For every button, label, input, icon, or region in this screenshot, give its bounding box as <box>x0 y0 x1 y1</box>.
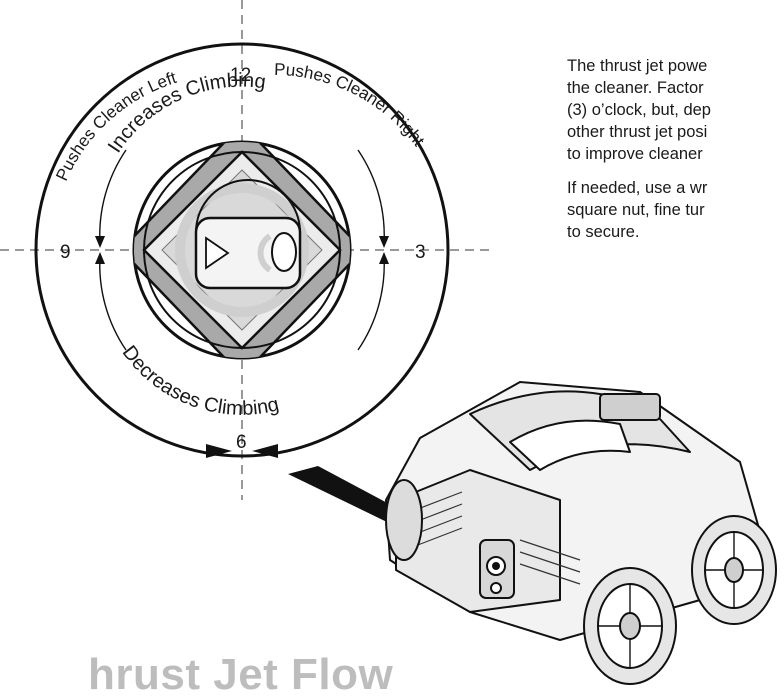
clock-label-12: 12 <box>230 65 251 86</box>
section-heading: hrust Jet Flow <box>88 650 394 699</box>
jet-outlet-icon <box>271 232 297 272</box>
clock-label-3: 3 <box>415 242 426 263</box>
pool-cleaner-illustration <box>385 381 777 685</box>
wheel-rear-left <box>385 479 423 561</box>
direction-arrows <box>99 149 385 351</box>
clock-label-6: 6 <box>236 432 247 453</box>
description-text: The thrust jet powe the cleaner. Factor … <box>567 55 784 255</box>
play-arrow-icon <box>205 236 230 270</box>
wheel-front-left <box>583 567 677 685</box>
clock-label-9: 9 <box>60 242 71 263</box>
arrowheads <box>95 236 389 264</box>
description-paragraph-1: The thrust jet powe the cleaner. Factor … <box>567 57 711 163</box>
thrust-jet-fitting <box>132 140 352 360</box>
six-oclock-pointers <box>206 444 278 458</box>
description-paragraph-2: If needed, use a wr square nut, fine tur… <box>567 179 708 241</box>
jet-nozzle-body <box>194 216 302 290</box>
wheel-front-right <box>691 515 777 625</box>
dial-outer-circle <box>34 42 450 458</box>
